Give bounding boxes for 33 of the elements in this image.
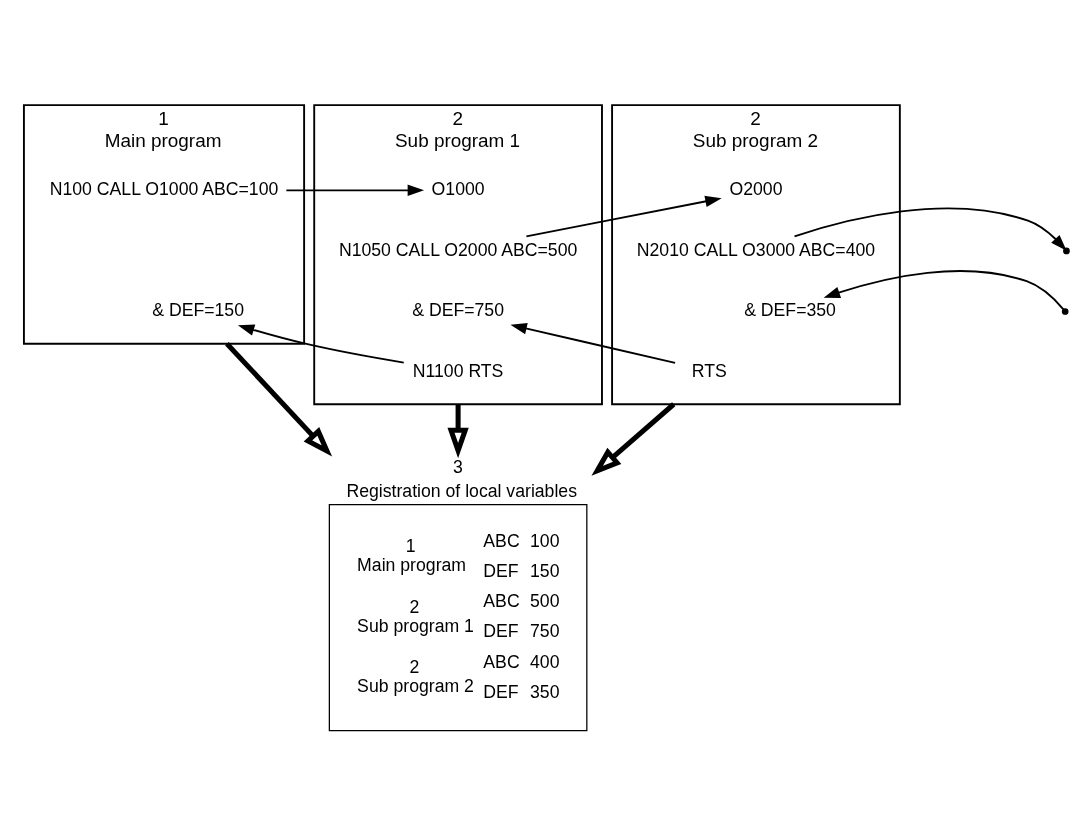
node-text: & DEF=750 (412, 300, 504, 321)
label: ABC (483, 651, 520, 672)
label: 2 (409, 657, 420, 678)
node-text: RTS (691, 360, 727, 381)
node-label: 2 (452, 108, 463, 130)
label: DEF (483, 560, 519, 581)
label: DEF (483, 621, 519, 642)
label: ABC (483, 591, 520, 612)
label: 400 (530, 651, 560, 672)
node-label: 1 (158, 108, 169, 130)
label: 100 (530, 530, 560, 551)
label: Sub program 2 (357, 676, 474, 697)
label: DEF (483, 681, 519, 702)
node-label: 2 (750, 108, 761, 130)
node-text: & DEF=150 (152, 300, 244, 321)
node-text: & DEF=350 (744, 300, 836, 321)
label: 150 (530, 560, 560, 581)
node-text: O1000 (431, 179, 485, 200)
label: 350 (530, 681, 560, 702)
node-text: N1050 CALL O2000 ABC=500 (338, 239, 578, 260)
label: 1 (405, 536, 416, 557)
node-label: Registration of local variables (346, 481, 578, 502)
node-label: 3 (453, 457, 463, 478)
label: 2 (409, 596, 420, 617)
node-text: O2000 (729, 179, 783, 200)
node-text: N2010 CALL O3000 ABC=400 (636, 239, 876, 260)
node-text: N1100 RTS (412, 360, 504, 381)
label: Sub program 1 (357, 615, 474, 636)
label: ABC (483, 530, 520, 551)
label: 500 (530, 591, 560, 612)
node-text: N100 CALL O1000 ABC=100 (49, 179, 279, 200)
label: Main program (357, 555, 467, 576)
label: 750 (530, 621, 560, 642)
